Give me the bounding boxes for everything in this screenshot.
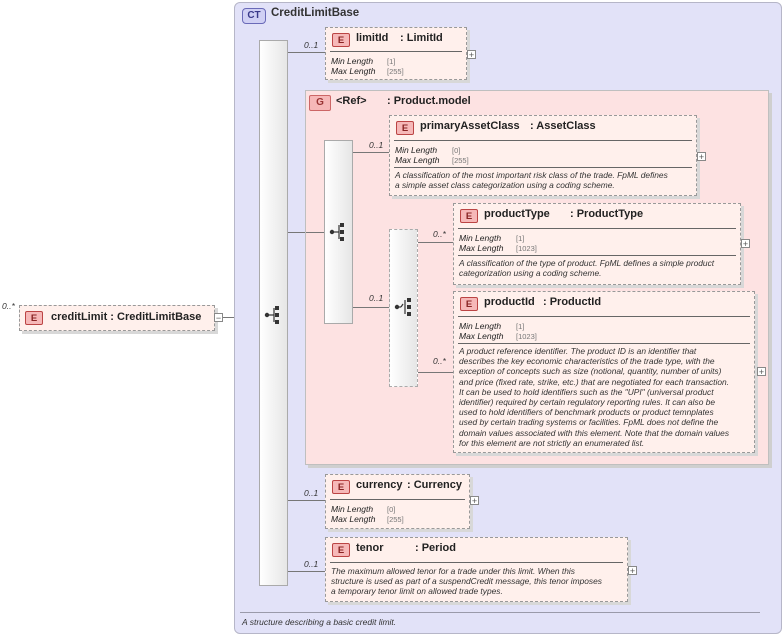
facet-key: Min Length [331,504,374,514]
facet-key: Max Length [459,243,504,253]
product-id-description: A product reference identifier. The prod… [459,346,730,448]
main-sequence-compositor[interactable] [259,40,288,586]
facet-key: Min Length [395,145,438,155]
connector-line [353,152,389,153]
element-badge: E [396,121,414,135]
facet-value: [1] [516,234,525,243]
facet-key: Max Length [459,331,504,341]
tenor-element[interactable] [325,537,628,602]
primary-asset-class-element[interactable] [389,115,697,196]
limit-id-cardinality: 0..1 [304,40,319,50]
tenor-name: tenor [356,542,384,554]
facet-key: Min Length [459,321,502,331]
product-id-type: : ProductId [543,296,602,308]
product-type-element[interactable] [453,203,741,285]
facet-value: [0] [452,146,461,155]
element-badge: E [332,543,350,557]
group-ref: <Ref> [336,95,367,107]
currency-name: currency [356,479,403,491]
tenor-type: : Period [415,542,456,554]
product-id-name: productId [484,296,535,308]
product-type-description: A classification of the type of product.… [459,258,715,279]
currency-cardinality: 0..1 [304,488,319,498]
facet-key: Max Length [395,155,440,165]
choice-icon [394,298,411,316]
expand-button[interactable]: + [741,239,750,249]
limit-id-type: : LimitId [400,32,443,44]
element-badge: E [25,311,43,325]
element-badge: E [460,209,478,223]
facet-value: [1023] [516,244,537,253]
separator [458,343,750,344]
sequence-icon [329,223,344,241]
facet-value: [255] [387,67,404,76]
separator [330,562,623,563]
expand-button[interactable]: + [757,367,766,377]
limit-id-element[interactable] [325,27,467,80]
expand-button[interactable]: + [470,496,479,506]
tenor-description: The maximum allowed tenor for a trade un… [331,566,602,597]
separator [458,255,736,256]
facet-key: Max Length [331,514,376,524]
connector-line [288,52,328,53]
root-cardinality: 0..* [2,301,15,311]
choice-compositor[interactable] [389,229,418,387]
primary-asset-class-description: A classification of the most important r… [395,170,668,191]
collapse-button[interactable]: − [214,313,223,323]
primary-asset-class-cardinality: 0..1 [369,140,384,150]
group-type: : Product.model [387,95,471,107]
connector-line [288,500,328,501]
element-badge: E [332,480,350,494]
facet-value: [1] [516,322,525,331]
primary-asset-class-name: primaryAssetClass [420,120,520,132]
connector-line [353,307,389,308]
connector-line [418,242,453,243]
facet-key: Min Length [459,233,502,243]
facet-value: [255] [452,156,469,165]
separator [330,51,462,52]
currency-type: : Currency [407,479,463,491]
element-badge: E [460,297,478,311]
connector-line [418,372,453,373]
complex-type-separator [240,612,760,613]
facet-value: [1023] [516,332,537,341]
facet-value: [0] [387,505,396,514]
connector-line [306,232,324,233]
complex-type-description: A structure describing a basic credit li… [242,617,397,627]
group-badge: G [309,95,331,111]
complex-type-badge: CT [242,8,266,24]
facet-key: Min Length [331,56,374,66]
expand-button[interactable]: + [628,566,637,576]
separator [458,316,750,317]
element-badge: E [332,33,350,47]
separator [394,167,692,168]
complex-type-title: CreditLimitBase [271,7,360,19]
connector-line [288,571,328,572]
limit-id-name: limitId [356,32,389,44]
credit-limit-element[interactable] [19,305,215,331]
separator [330,499,465,500]
facet-value: [255] [387,515,404,524]
facet-value: [1] [387,57,396,66]
sequence-icon [264,306,279,324]
tenor-cardinality: 0..1 [304,559,319,569]
expand-button[interactable]: + [467,50,476,60]
product-id-cardinality: 0..* [433,356,446,366]
product-type-name: productType [484,208,550,220]
primary-asset-class-type: : AssetClass [530,120,596,132]
separator [394,140,692,141]
facet-key: Max Length [331,66,376,76]
product-type-type: : ProductType [570,208,644,220]
choice-cardinality: 0..1 [369,293,384,303]
separator [458,228,736,229]
product-type-cardinality: 0..* [433,229,446,239]
product-id-element[interactable] [453,291,755,453]
expand-button[interactable]: + [697,152,706,162]
connector-line [288,232,306,233]
element-name: creditLimit : CreditLimitBase [51,311,202,323]
